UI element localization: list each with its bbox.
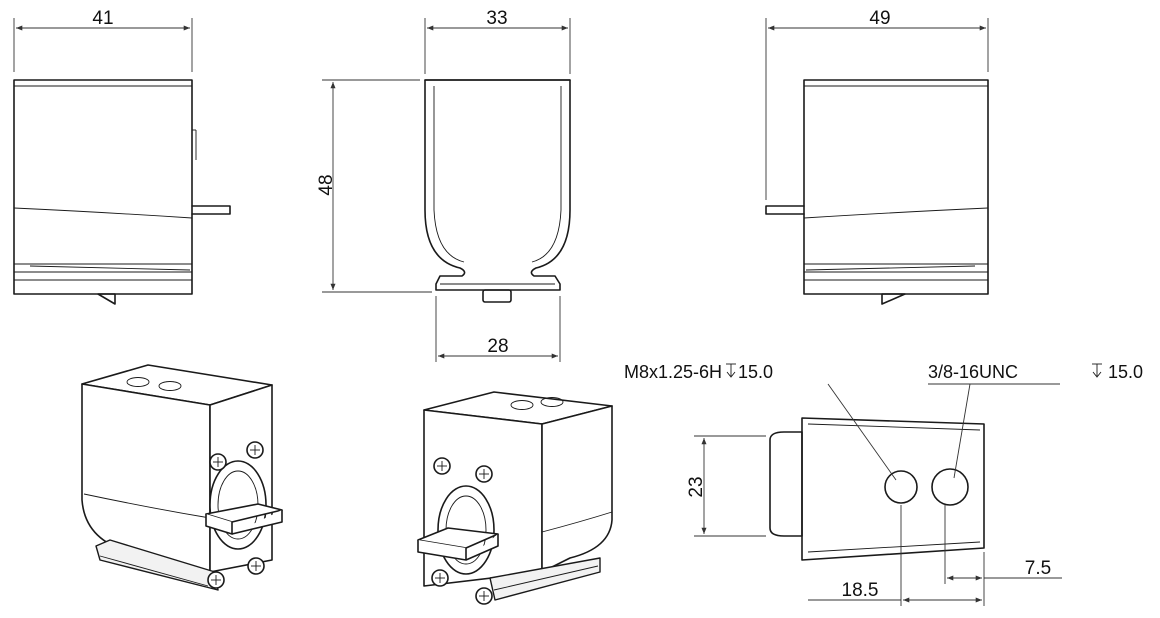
phillips-screw-icon: [247, 557, 265, 575]
callout-metric-thread: M8x1.25-6H: [624, 362, 722, 382]
phillips-screw-icon: [431, 569, 449, 587]
phillips-screw-icon: [475, 465, 493, 483]
left-side-view: 41: [13, 8, 231, 305]
dim-base-width: 28: [487, 336, 508, 357]
isometric-view-left: [81, 364, 283, 591]
hole-detail-view: M8x1.25-6H 15.0 3/8-16UNC 15.0 23 18.5 7: [624, 362, 1143, 606]
dim-hole-spacing-b: 7.5: [1025, 558, 1051, 579]
dim-hole-spacing-a: 18.5: [842, 580, 879, 601]
phillips-screw-icon: [433, 457, 451, 475]
dim-front-view-height: 48: [316, 174, 337, 195]
dim-side-height: 23: [686, 476, 707, 497]
depth-symbol-icon: [1092, 363, 1102, 378]
callout-unc-thread: 3/8-16UNC: [928, 362, 1018, 382]
callout-unc-depth: 15.0: [1108, 362, 1143, 382]
depth-symbol-icon: [726, 363, 736, 378]
phillips-screw-icon: [475, 587, 493, 605]
phillips-screw-icon: [209, 453, 227, 471]
front-view: 33 48 28: [316, 8, 571, 362]
phillips-screw-icon: [246, 441, 264, 459]
dim-right-view-width: 49: [869, 8, 890, 29]
right-side-view: 49: [765, 8, 989, 305]
dim-front-view-width: 33: [486, 8, 507, 29]
dim-left-view-width: 41: [92, 8, 113, 29]
callout-metric-depth: 15.0: [738, 362, 773, 382]
isometric-view-right: [417, 391, 613, 605]
phillips-screw-icon: [207, 571, 225, 589]
